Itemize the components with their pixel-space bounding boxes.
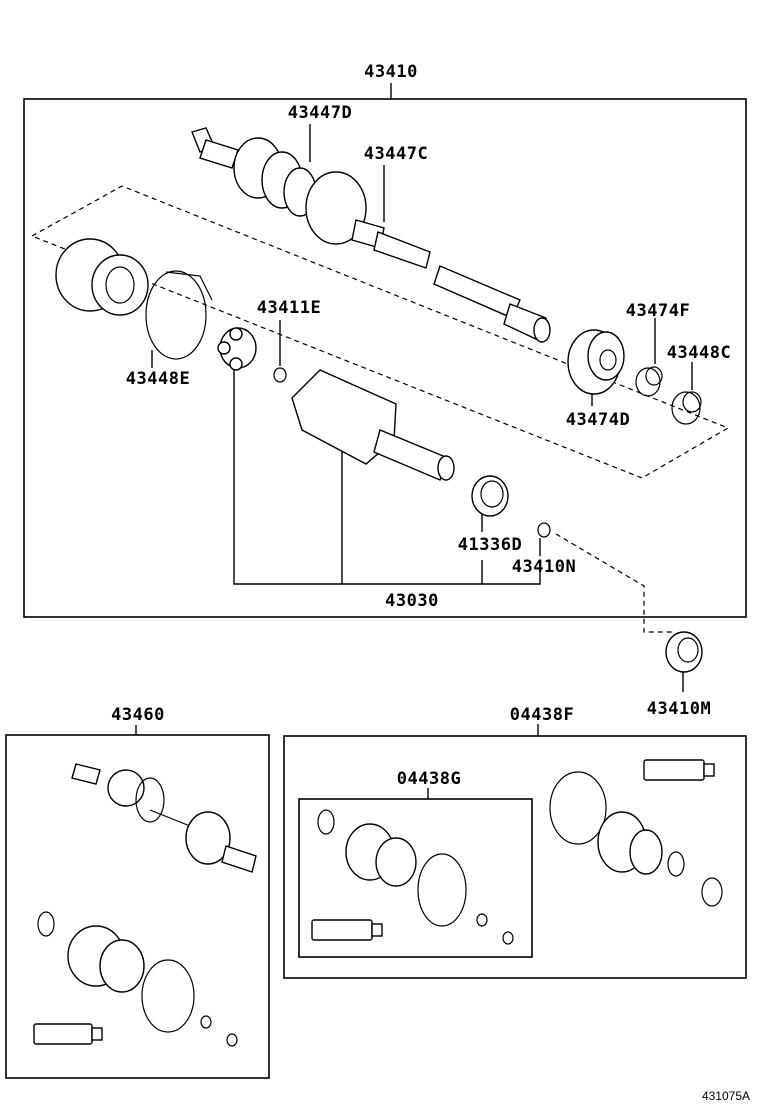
dust-seal-43474D [567,329,625,395]
callout-43447D: 43447D [288,103,352,123]
washer-41336D [471,475,509,517]
dashed-leader-43410M [555,533,672,633]
callout-43474D: 43474D [566,410,630,430]
subgroup-dashed-outline [31,185,730,479]
callout-43030: 43030 [385,591,439,611]
clamp-43448C [671,391,702,425]
callout-43447C: 43447C [364,144,428,164]
boot-kit-43460 [33,911,238,1047]
callout-43448E: 43448E [126,369,190,389]
callout-04438G: 04438G [397,769,461,789]
assembly-box-43410 [23,98,747,618]
band-clamp-43448E [145,270,213,360]
seal-43410M [665,631,703,673]
callout-43460: 43460 [111,705,165,725]
callout-43411E: 43411E [257,298,321,318]
boot-inner [55,238,149,316]
assembly-box-04438F [283,735,747,979]
callout-04438F: 04438F [510,705,574,725]
snap-ring-43410N [537,522,551,538]
callout-43410M: 43410M [647,699,711,719]
callout-43448C: 43448C [667,343,731,363]
shaft-assembly-43460 [71,763,257,873]
leader-43030 [233,370,541,585]
callout-43410N: 43410N [512,557,576,577]
drive-shaft-outer [191,127,551,343]
callout-43410: 43410 [364,62,418,82]
assembly-box-43460 [5,734,270,1079]
assembly-box-04438G [298,798,533,958]
boot-kit-04438G [311,809,514,945]
callout-43474F: 43474F [626,301,690,321]
inner-joint-housing [291,369,455,481]
snap-ring-43411E [273,367,287,383]
tripod-joint [217,327,257,371]
reference-code: 431075A [702,1089,750,1103]
clamp-43474F [635,366,663,397]
boot-kit-04438F [549,759,723,907]
callout-41336D: 41336D [458,535,522,555]
